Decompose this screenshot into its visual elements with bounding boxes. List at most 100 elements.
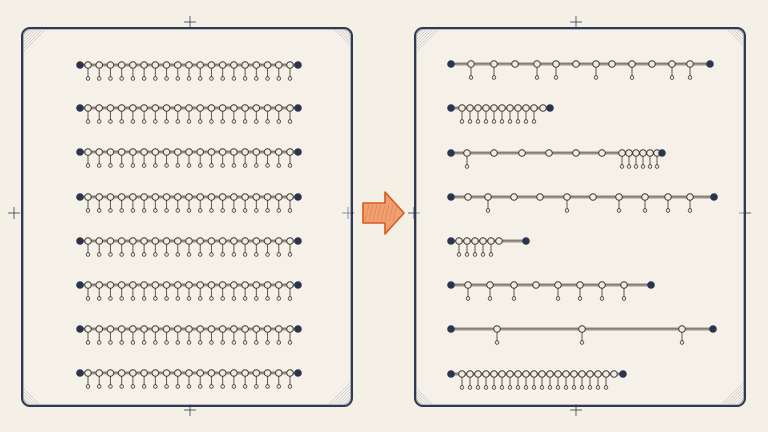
bead [495,237,503,245]
bead [129,61,137,69]
tail-bead [130,384,136,389]
bead [173,281,182,289]
terminal-start [447,60,455,68]
bead [84,237,92,245]
tail-bead [119,76,124,81]
bead [207,369,216,377]
bead [95,281,104,289]
tail-bead [523,385,529,390]
bead [151,61,160,69]
tail-bead [119,208,124,213]
bead [185,369,193,377]
bead [218,369,227,377]
bead [207,193,216,201]
tail-bead [547,385,553,390]
tail-bead [97,252,102,257]
tail-bead [629,75,635,80]
bead [252,369,261,377]
bead [678,325,686,333]
bead [218,281,227,289]
tail-bead [276,340,281,345]
tail-bead [265,119,270,124]
terminal-start [447,325,455,333]
bead [185,325,193,333]
tail-bead [220,76,225,81]
tail-bead [276,76,281,81]
bead [140,193,148,201]
bead [106,369,115,377]
right-row-3 [447,149,666,169]
bead [241,148,249,156]
tail-bead [231,296,237,301]
bead [286,104,294,112]
left-row-5 [76,237,302,257]
bead [572,60,580,68]
right-row-6 [447,281,655,301]
bead [95,193,104,201]
terminal-start [447,237,455,245]
tail-bead [119,384,124,389]
tail-bead [141,76,147,81]
bead [151,325,160,333]
tail-bead [487,296,493,301]
tail-bead [198,163,203,168]
tail-bead [209,76,214,81]
tail-bead [97,76,102,81]
bead [252,61,261,69]
tail-bead [616,208,622,213]
bead [106,193,115,201]
tail-bead [130,163,136,168]
tail-bead [507,385,513,390]
bead [230,281,238,289]
bead [173,61,182,69]
tail-bead [483,119,489,124]
tail-bead [141,296,147,301]
left-row-6 [76,281,302,301]
bead [151,104,160,112]
tail-bead [287,76,293,81]
tail-bead [242,208,248,213]
left-panel-frame [21,27,353,407]
bead [218,193,227,201]
terminal-start [76,325,84,333]
tail-bead [577,296,583,301]
terminal-start [447,149,455,157]
bead [129,325,137,333]
tail-bead [141,252,147,257]
bead [274,369,283,377]
tail-bead [153,340,158,345]
tail-bead [523,119,529,124]
tail-bead [108,252,113,257]
bead [536,193,544,201]
right-panel-frame [414,27,746,407]
left-row-1 [76,61,302,81]
bead [552,60,560,68]
bead [84,61,92,69]
terminal-start [76,237,84,245]
tail-bead [186,163,192,168]
bead [474,104,482,112]
bead [117,237,126,245]
bead [230,104,238,112]
bead [218,61,227,69]
tail-bead [626,164,632,169]
tail-bead [119,340,124,345]
tail-bead [85,252,91,257]
bead [230,369,238,377]
tail-bead [464,164,470,169]
bead [482,370,490,378]
tail-bead [130,296,136,301]
bead [95,369,104,377]
bead [106,61,115,69]
tail-bead [276,208,281,213]
bead [490,370,498,378]
bead [274,325,283,333]
tail-bead [141,163,147,168]
bead [686,60,694,68]
tail-bead [265,76,270,81]
bead [522,370,530,378]
bead [151,148,160,156]
bead [554,370,562,378]
bead [479,237,487,245]
bead [162,281,171,289]
